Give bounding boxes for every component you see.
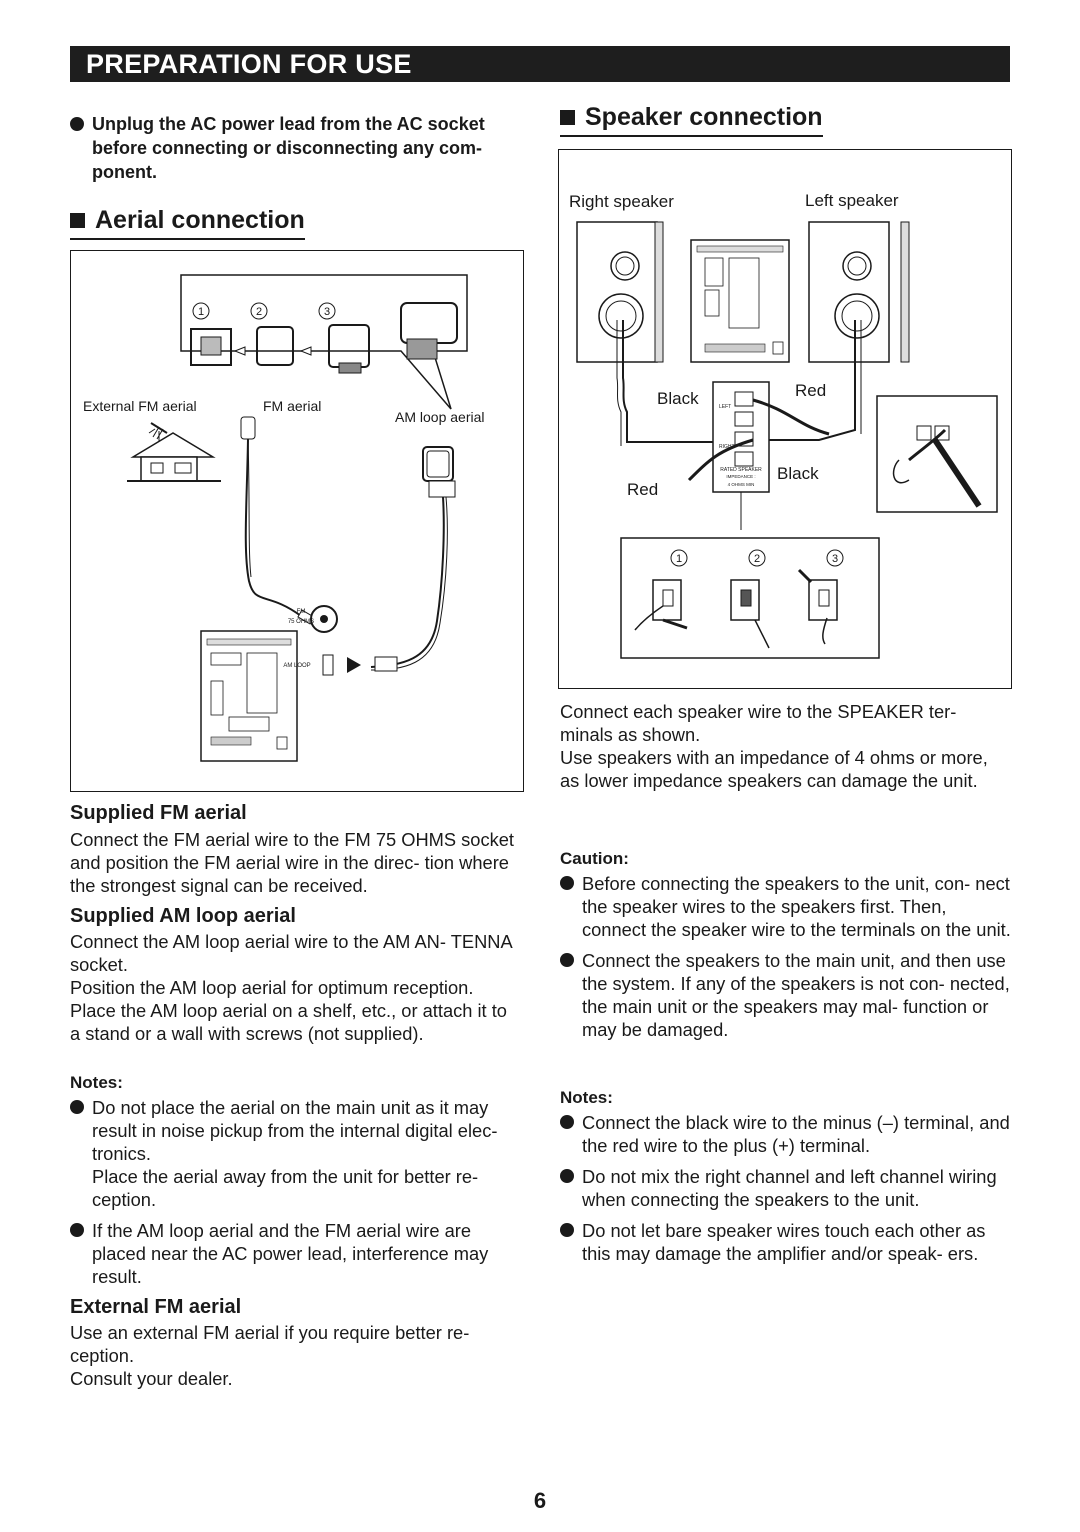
aerial-note-2-text: If the AM loop aerial and the FM aerial … — [92, 1220, 489, 1287]
supplied-fm-heading: Supplied FM aerial — [70, 802, 247, 824]
speaker-note-3: Do not let bare speaker wires touch each… — [560, 1219, 1012, 1265]
supplied-am-text: Connect the AM loop aerial wire to the A… — [70, 930, 522, 1045]
bullet-icon — [560, 1223, 574, 1237]
speaker-figure: Right speaker Left speaker — [558, 149, 1012, 689]
section-banner: PREPARATION FOR USE — [70, 46, 1010, 82]
speaker-intro-paragraph-2: Use speakers with an impedance of 4 ohms… — [560, 747, 988, 791]
square-bullet-icon — [560, 110, 575, 125]
caution-2: Connect the speakers to the main unit, a… — [560, 949, 1012, 1041]
speaker-note-2: Do not mix the right channel and left ch… — [560, 1165, 1012, 1211]
speaker-heading-text: Speaker connection — [585, 103, 823, 131]
aerial-connection-heading: Aerial connection — [70, 206, 305, 240]
bullet-icon — [560, 876, 574, 890]
bullet-icon — [560, 1115, 574, 1129]
speaker-intro-paragraph-1: Connect each speaker wire to the SPEAKER… — [560, 701, 957, 745]
aerial-diagram: 1 2 3 External FM aerial FM aerial AM lo… — [83, 274, 485, 762]
aerial-heading-text: Aerial connection — [95, 206, 305, 234]
external-fm-heading: External FM aerial — [70, 1296, 242, 1318]
right-speaker-icon — [576, 221, 664, 363]
square-bullet-icon — [70, 213, 85, 228]
caution-title: Caution: — [560, 849, 629, 868]
am-loop-aerial-label: AM loop aerial — [395, 409, 485, 425]
step-1-label: 1 — [198, 306, 204, 318]
aerial-note-2: If the AM loop aerial and the FM aerial … — [70, 1219, 525, 1288]
bullet-icon — [560, 953, 574, 967]
speaker-note-1: Connect the black wire to the minus (–) … — [560, 1111, 1012, 1157]
terminal-steps-panel: 1 2 3 — [620, 537, 880, 659]
bullet-icon — [70, 1223, 84, 1237]
page-title: PREPARATION FOR USE — [86, 49, 412, 79]
aerial-note-1-line-1: Do not place the aerial on the main unit… — [92, 1097, 498, 1164]
red-wire-label-1: Red — [795, 381, 826, 400]
external-fm-paragraph-2: Consult your dealer. — [70, 1368, 233, 1389]
external-fm-paragraph-1: Use an external FM aerial if you require… — [70, 1322, 470, 1366]
left-speaker-label: Left speaker — [805, 191, 899, 210]
main-unit-rear-icon — [690, 239, 790, 363]
speaker-connection-heading: Speaker connection — [560, 103, 823, 137]
terminal-step-1: 1 — [676, 553, 682, 565]
am-loop-aerial-icon — [347, 446, 456, 673]
speaker-terminal-panel: LEFT RIGHT RATED SPEAKER IMPEDANCE : 4 O… — [712, 381, 770, 493]
bullet-icon — [560, 1169, 574, 1183]
power-warning-text: Unplug the AC power lead from the AC soc… — [92, 114, 485, 182]
black-wire-label-2: Black — [777, 464, 819, 483]
fm-aerial-label: FM aerial — [263, 398, 321, 414]
speaker-caution: Caution: Before connecting the speakers … — [560, 849, 1012, 1049]
speaker-note-2-text: Do not mix the right channel and left ch… — [582, 1166, 997, 1210]
speaker-note-3-text: Do not let bare speaker wires touch each… — [582, 1220, 986, 1264]
power-warning: Unplug the AC power lead from the AC soc… — [70, 112, 525, 184]
terminal-step-3: 3 — [832, 553, 838, 565]
caution-1-text: Before connecting the speakers to the un… — [582, 873, 1011, 940]
step-markers: 1 2 3 — [192, 302, 336, 320]
supplied-am-paragraph-1: Connect the AM loop aerial wire to the A… — [70, 931, 512, 975]
step-3-label: 3 — [324, 306, 330, 318]
ohms-min-label: 4 OHMS MIN — [728, 482, 755, 487]
am-loop-socket-label: AM LOOP — [283, 663, 310, 669]
supplied-am-heading: Supplied AM loop aerial — [70, 905, 296, 927]
impedance-label: IMPEDANCE : — [726, 474, 755, 479]
aerial-figure: 1 2 3 External FM aerial FM aerial AM lo… — [70, 250, 524, 792]
external-fm-text: Use an external FM aerial if you require… — [70, 1321, 522, 1390]
speaker-notes: Notes: Connect the black wire to the min… — [560, 1088, 1012, 1273]
supplied-am-paragraph-2: Position the AM loop aerial for optimum … — [70, 977, 507, 1044]
speaker-diagram: Right speaker Left speaker — [569, 191, 998, 659]
red-wire-label-2: Red — [627, 480, 658, 499]
external-antenna-icon — [127, 422, 221, 482]
right-speaker-label: Right speaker — [569, 192, 674, 211]
aerial-note-1: Do not place the aerial on the main unit… — [70, 1096, 525, 1211]
aerial-notes: Notes: Do not place the aerial on the ma… — [70, 1073, 525, 1296]
supplied-fm-text: Connect the FM aerial wire to the FM 75 … — [70, 828, 522, 897]
rated-speaker-label: RATED SPEAKER — [720, 467, 762, 473]
supplied-fm-paragraph: Connect the FM aerial wire to the FM 75 … — [70, 829, 514, 896]
left-speaker-icon — [808, 221, 910, 363]
fm-socket-label: FM — [297, 609, 306, 615]
fm-ohms-label: 75 OHMS — [288, 619, 314, 625]
aerial-notes-title: Notes: — [70, 1073, 123, 1092]
terminal-right-label: RIGHT — [719, 444, 735, 450]
terminal-zoom-detail — [876, 395, 998, 513]
bullet-icon — [70, 1100, 84, 1114]
page-number: 6 — [533, 1488, 547, 1513]
step-2-label: 2 — [256, 306, 262, 318]
main-unit-rear-panel: AM LOOP — [200, 630, 334, 762]
bullet-icon — [70, 117, 84, 131]
speaker-notes-title: Notes: — [560, 1088, 613, 1107]
caution-2-text: Connect the speakers to the main unit, a… — [582, 950, 1010, 1040]
black-wire-label-1: Black — [657, 389, 699, 408]
aerial-note-1-line-2: Place the aerial away from the unit for … — [92, 1166, 479, 1210]
caution-1: Before connecting the speakers to the un… — [560, 872, 1012, 941]
external-fm-aerial-label: External FM aerial — [83, 398, 197, 414]
terminal-step-2: 2 — [754, 553, 760, 565]
speaker-note-1-text: Connect the black wire to the minus (–) … — [582, 1112, 1010, 1156]
speaker-intro: Connect each speaker wire to the SPEAKER… — [560, 700, 1012, 792]
fm-aerial-wire — [240, 416, 315, 625]
terminal-left-label: LEFT — [719, 404, 731, 410]
